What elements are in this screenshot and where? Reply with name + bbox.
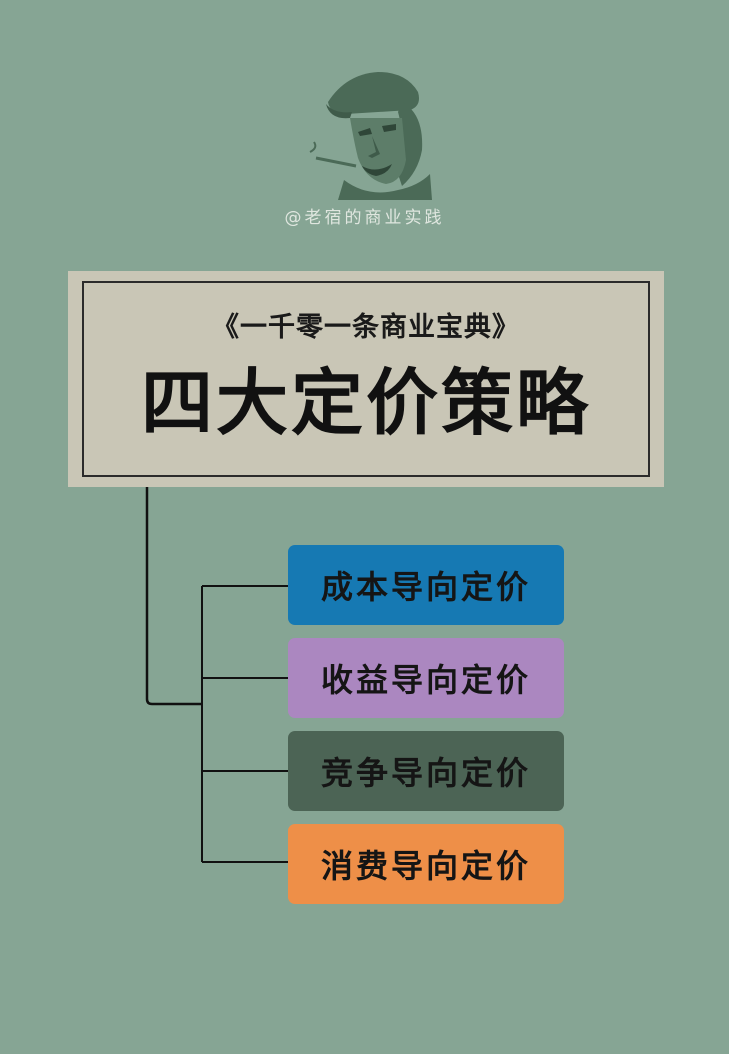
page-title: 四大定价策略 bbox=[140, 360, 591, 445]
strategy-label: 成本导向定价 bbox=[320, 568, 531, 606]
title-card-border: 《一千零一条商业宝典》 四大定价策略 bbox=[82, 281, 650, 477]
strategy-label: 收益导向定价 bbox=[320, 661, 531, 699]
strategy-box-cost: 成本导向定价 bbox=[288, 545, 564, 625]
connector-trunk bbox=[145, 487, 202, 706]
strategy-box-revenue: 收益导向定价 bbox=[288, 638, 564, 718]
strategy-box-consumer: 消费导向定价 bbox=[288, 824, 564, 904]
strategy-label: 消费导向定价 bbox=[320, 847, 531, 885]
strategy-box-competition: 竞争导向定价 bbox=[288, 731, 564, 811]
book-subtitle: 《一千零一条商业宝典》 bbox=[212, 312, 520, 343]
strategy-label: 竞争导向定价 bbox=[320, 754, 531, 792]
title-card: 《一千零一条商业宝典》 四大定价策略 bbox=[68, 271, 664, 487]
author-byline: @老宿的商业实践 bbox=[284, 208, 445, 228]
portrait-icon bbox=[309, 72, 432, 200]
